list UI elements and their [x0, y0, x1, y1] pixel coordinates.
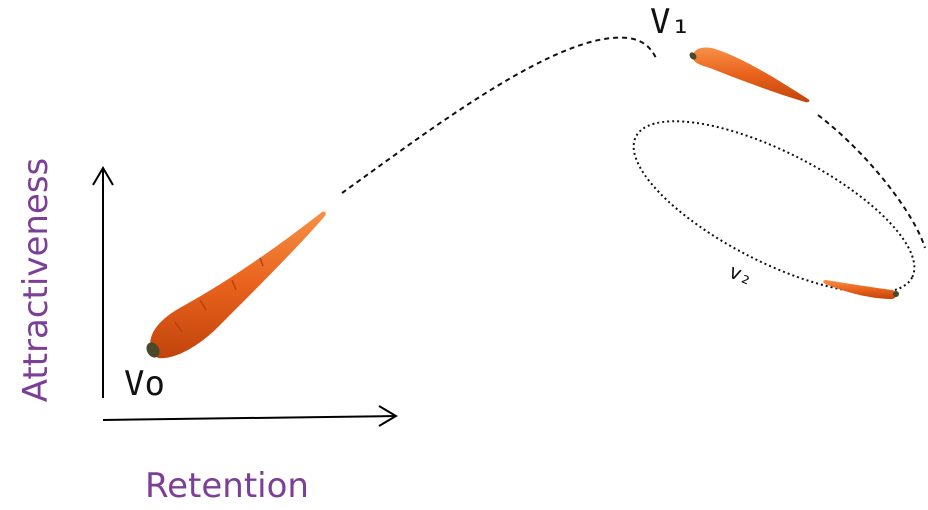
trajectory-path-v1-v2	[817, 114, 926, 249]
y-axis-label: Attractiveness	[16, 157, 56, 403]
state-label-v0: Vo	[124, 364, 165, 404]
carrot-icon-v0	[146, 211, 326, 359]
carrot-icon-v2	[823, 280, 899, 299]
x-axis-label: Retention	[145, 466, 309, 506]
state-label-v1: V₁	[650, 2, 691, 42]
y-axis-arrow	[92, 166, 114, 398]
carrot-icon-v1	[689, 47, 810, 103]
trajectory-path-v0-v1	[341, 36, 657, 194]
x-axis-arrow	[102, 405, 398, 427]
loop-ellipse	[632, 120, 916, 294]
